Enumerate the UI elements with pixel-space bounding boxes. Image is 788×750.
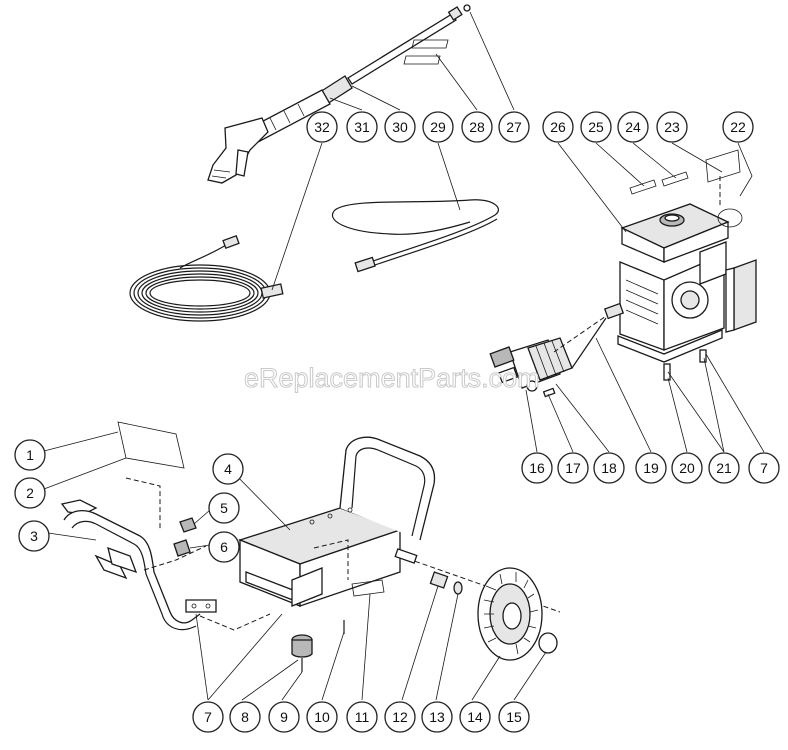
callout-30: 30: [384, 111, 416, 143]
engine-decals: [629, 149, 743, 228]
watermark: eReplacementParts.com: [244, 363, 540, 393]
svg-text:29: 29: [430, 119, 446, 135]
svg-text:1: 1: [26, 447, 34, 463]
callout-28: 28: [461, 111, 493, 143]
callout-13: 13: [421, 701, 453, 733]
callout-9: 9: [268, 701, 300, 733]
svg-text:16: 16: [529, 460, 545, 476]
svg-text:4: 4: [224, 461, 232, 477]
svg-text:32: 32: [314, 119, 330, 135]
callout-17: 17: [557, 452, 589, 484]
svg-text:23: 23: [664, 119, 680, 135]
svg-text:5: 5: [220, 500, 228, 516]
pump-assembly: [489, 315, 707, 398]
svg-text:2: 2: [26, 485, 34, 501]
svg-text:15: 15: [506, 709, 522, 725]
svg-text:8: 8: [241, 709, 249, 725]
callout-16: 16: [521, 452, 553, 484]
callout-15: 15: [498, 701, 530, 733]
high-pressure-hose-coil: [129, 235, 284, 322]
svg-text:14: 14: [467, 709, 483, 725]
callout-10: 10: [306, 701, 338, 733]
frame-cart-assembly: [238, 436, 561, 672]
callout-32: 32: [306, 111, 338, 143]
callout-22: 22: [722, 111, 754, 143]
callout-1: 1: [14, 439, 46, 471]
svg-text:17: 17: [565, 460, 581, 476]
handle-decal: [117, 421, 185, 530]
callout-5: 5: [208, 492, 240, 524]
knob-hardware: [173, 517, 197, 557]
svg-text:12: 12: [392, 709, 408, 725]
callout-25: 25: [580, 111, 612, 143]
callout-29: 29: [422, 111, 454, 143]
callout-31: 31: [346, 111, 378, 143]
callout-group: 1 2 3 4 5 6 7 7 8 9 10 11 12 13 14 15 16…: [14, 111, 780, 733]
svg-text:7: 7: [204, 709, 212, 725]
svg-text:30: 30: [392, 119, 408, 135]
siphon-hose: [331, 199, 499, 273]
callout-18: 18: [593, 452, 625, 484]
callout-7-right: 7: [748, 452, 780, 484]
callout-23: 23: [656, 111, 688, 143]
callout-2: 2: [14, 477, 46, 509]
svg-text:25: 25: [588, 119, 604, 135]
callout-24: 24: [617, 111, 649, 143]
leader-lines: [43, 11, 765, 701]
callout-19: 19: [635, 452, 667, 484]
callout-14: 14: [459, 701, 491, 733]
callout-20: 20: [671, 452, 703, 484]
svg-text:10: 10: [314, 709, 330, 725]
svg-text:7: 7: [760, 460, 768, 476]
svg-text:20: 20: [679, 460, 695, 476]
engine-assembly: [603, 203, 757, 363]
svg-text:6: 6: [220, 539, 228, 555]
wand-decal: [403, 39, 449, 65]
spray-gun-assembly: [207, 4, 471, 184]
svg-text:19: 19: [643, 460, 659, 476]
callout-12: 12: [384, 701, 416, 733]
svg-text:21: 21: [716, 460, 732, 476]
svg-text:18: 18: [601, 460, 617, 476]
svg-text:3: 3: [30, 528, 38, 544]
svg-text:27: 27: [506, 119, 522, 135]
callout-21: 21: [708, 452, 740, 484]
svg-text:31: 31: [354, 119, 370, 135]
callout-26: 26: [542, 111, 574, 143]
callout-3: 3: [18, 520, 50, 552]
callout-27: 27: [498, 111, 530, 143]
callout-8: 8: [229, 701, 261, 733]
handle-bar-assembly: [60, 499, 271, 631]
svg-text:22: 22: [730, 119, 746, 135]
callout-11: 11: [346, 701, 378, 733]
callout-7-bottom: 7: [192, 701, 224, 733]
svg-text:24: 24: [625, 119, 641, 135]
svg-text:28: 28: [469, 119, 485, 135]
svg-text:26: 26: [550, 119, 566, 135]
callout-6: 6: [208, 531, 240, 563]
svg-text:9: 9: [280, 709, 288, 725]
svg-text:11: 11: [355, 709, 370, 725]
svg-text:13: 13: [429, 709, 445, 725]
callout-4: 4: [212, 453, 244, 485]
